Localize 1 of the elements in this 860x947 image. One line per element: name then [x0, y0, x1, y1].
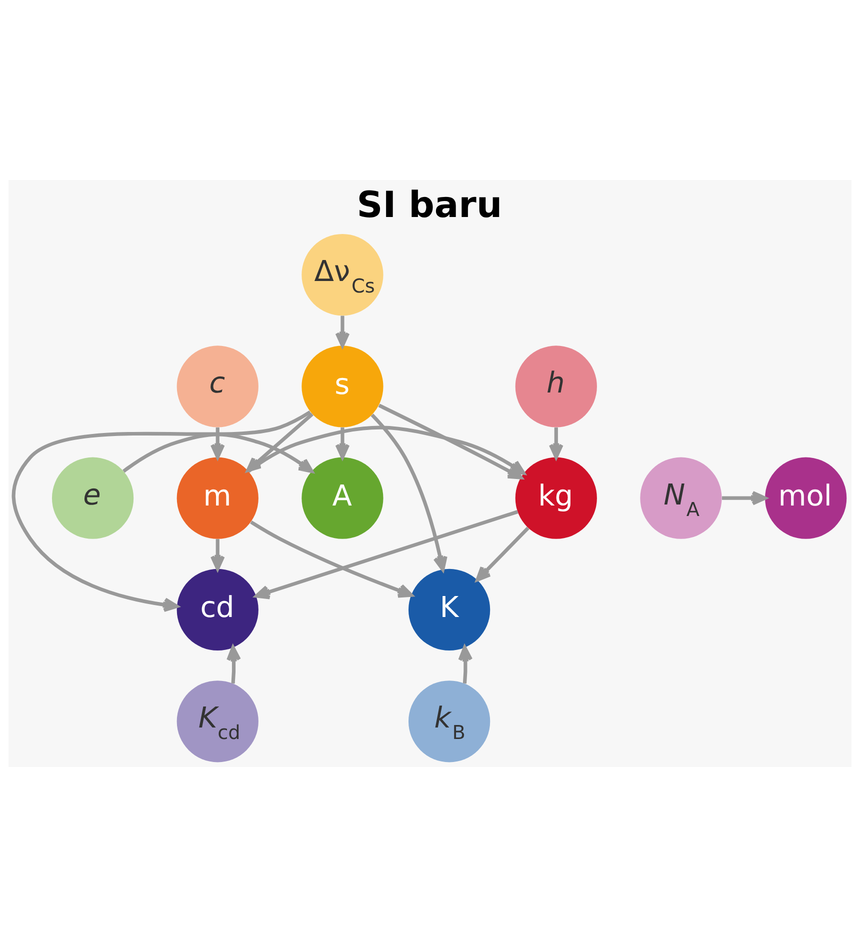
diagram-title: SI baru: [356, 185, 502, 226]
